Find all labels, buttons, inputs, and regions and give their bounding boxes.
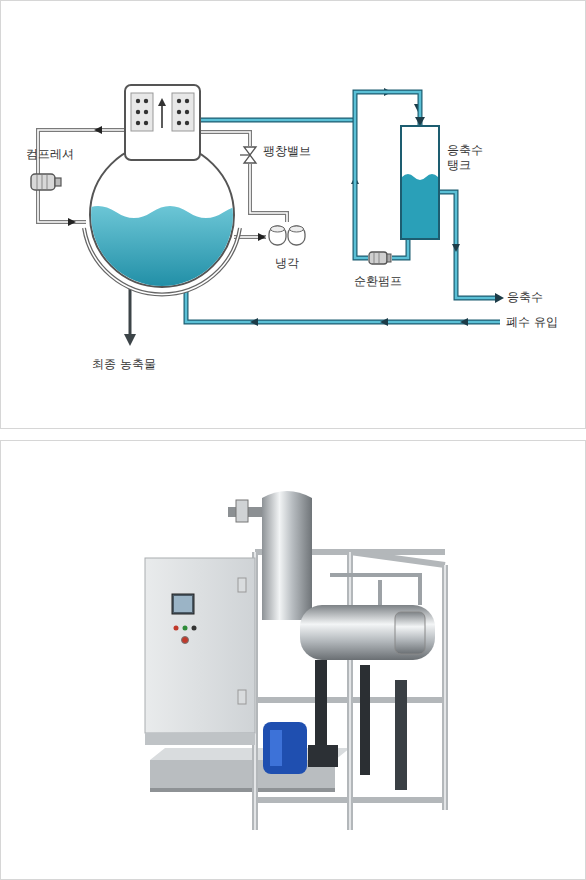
node-label: 냉각	[275, 256, 299, 271]
condensate-tank: 응축수 탱크	[400, 125, 440, 240]
pipe-core	[250, 164, 287, 222]
tank-outline	[400, 125, 440, 240]
node-label: 응축수 탱크	[447, 143, 487, 173]
refrigerant-connector	[250, 164, 287, 222]
pipe-outline	[392, 240, 408, 258]
inlet-label: 폐수 유입	[506, 315, 558, 330]
expansion-valve: 팽창밸브	[243, 146, 257, 164]
pipe-outline	[250, 164, 287, 222]
cooler-symbol	[268, 222, 306, 246]
node-label: 순환펌프	[354, 274, 402, 289]
circulation-pump: 순환펌프	[368, 250, 392, 266]
node-label: 팽창밸브	[263, 144, 311, 159]
compressor-symbol	[28, 172, 62, 192]
node-label: 컴프레셔	[26, 147, 74, 162]
outlet-label: 응축수	[507, 290, 543, 305]
water-pipe-connector	[392, 240, 408, 258]
evaporator-vessel	[80, 85, 260, 300]
flow-arrow	[250, 88, 504, 326]
outlet-label: 최종 농축물	[92, 357, 156, 372]
concentrate-outlet	[124, 286, 136, 346]
cooling-unit: 냉각	[268, 222, 306, 246]
pump-symbol	[368, 250, 392, 266]
machine-illustration	[145, 491, 445, 830]
compressor: 컴프레셔	[28, 172, 62, 192]
top-panel-frame	[0, 0, 586, 429]
pipe-core	[392, 240, 408, 258]
valve-symbol	[243, 146, 257, 164]
